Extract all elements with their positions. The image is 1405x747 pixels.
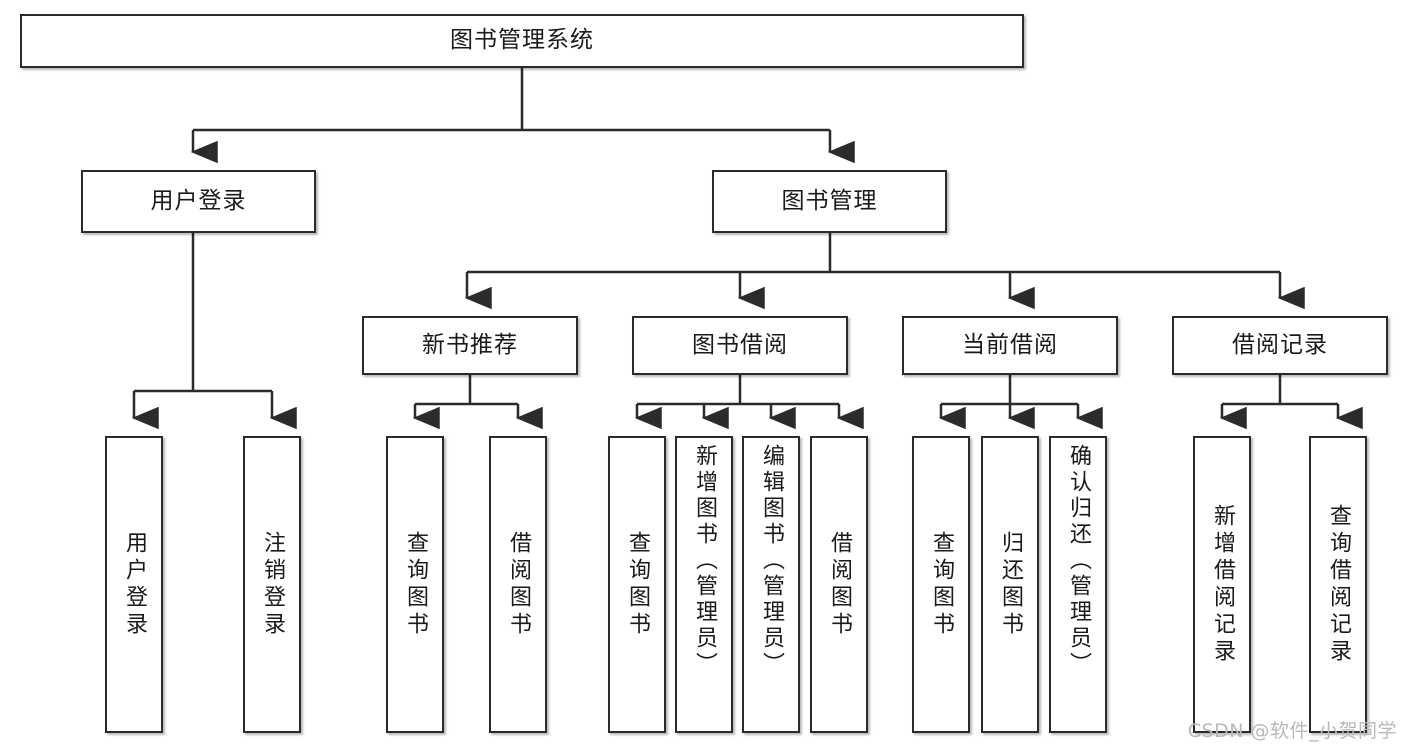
node-label: 借阅记录 xyxy=(1232,331,1328,358)
node-label: 查询图书 xyxy=(929,530,954,639)
node-label: 查询借阅记录 xyxy=(1326,503,1351,666)
leaf-current-borrow-return-book[interactable]: 归还图书 xyxy=(981,436,1039,733)
leaf-borrow-record-add-record[interactable]: 新增借阅记录 xyxy=(1193,436,1251,733)
watermark-text: CSDN @软件_小贺同学 xyxy=(1187,720,1397,742)
node-root-book-management-system[interactable]: 图书管理系统 xyxy=(20,14,1024,68)
node-label: 图书管理系统 xyxy=(450,27,594,54)
leaf-book-borrow-add-book-admin[interactable]: 新增图书（管理员） xyxy=(675,436,733,733)
leaf-new-book-borrow-book[interactable]: 借阅图书 xyxy=(489,436,547,733)
node-new-book-recommend[interactable]: 新书推荐 xyxy=(362,316,578,375)
leaf-book-borrow-borrow-book[interactable]: 借阅图书 xyxy=(810,436,868,733)
node-label: 新增图书（管理员） xyxy=(692,444,717,678)
node-label: 新书推荐 xyxy=(422,331,518,358)
node-label: 编辑图书（管理员） xyxy=(759,444,784,678)
node-label: 图书借阅 xyxy=(692,331,788,358)
node-label: 用户登录 xyxy=(122,530,147,639)
node-label: 归还图书 xyxy=(998,530,1023,639)
node-user-login[interactable]: 用户登录 xyxy=(81,170,316,233)
leaf-book-borrow-query-book[interactable]: 查询图书 xyxy=(608,436,666,733)
node-label: 借阅图书 xyxy=(506,530,531,639)
node-label: 查询图书 xyxy=(403,530,428,639)
leaf-current-borrow-query-book[interactable]: 查询图书 xyxy=(912,436,970,733)
leaf-user-logout[interactable]: 注销登录 xyxy=(243,436,301,733)
node-label: 新增借阅记录 xyxy=(1210,503,1235,666)
node-label: 当前借阅 xyxy=(962,331,1058,358)
leaf-current-borrow-confirm-return-admin[interactable]: 确认归还（管理员） xyxy=(1049,436,1107,733)
node-label: 图书管理 xyxy=(781,187,878,214)
node-label: 确认归还（管理员） xyxy=(1066,444,1091,678)
leaf-borrow-record-query-record[interactable]: 查询借阅记录 xyxy=(1309,436,1367,733)
node-label: 用户登录 xyxy=(150,187,247,214)
node-book-management[interactable]: 图书管理 xyxy=(712,170,947,233)
node-borrow-record[interactable]: 借阅记录 xyxy=(1172,316,1388,375)
node-current-borrow[interactable]: 当前借阅 xyxy=(902,316,1118,375)
leaf-user-login[interactable]: 用户登录 xyxy=(105,436,163,733)
leaf-new-book-query-book[interactable]: 查询图书 xyxy=(386,436,444,733)
node-label: 注销登录 xyxy=(260,530,285,639)
node-label: 借阅图书 xyxy=(827,530,852,639)
leaf-book-borrow-edit-book-admin[interactable]: 编辑图书（管理员） xyxy=(742,436,800,733)
node-book-borrow[interactable]: 图书借阅 xyxy=(632,316,848,375)
node-label: 查询图书 xyxy=(625,530,650,639)
